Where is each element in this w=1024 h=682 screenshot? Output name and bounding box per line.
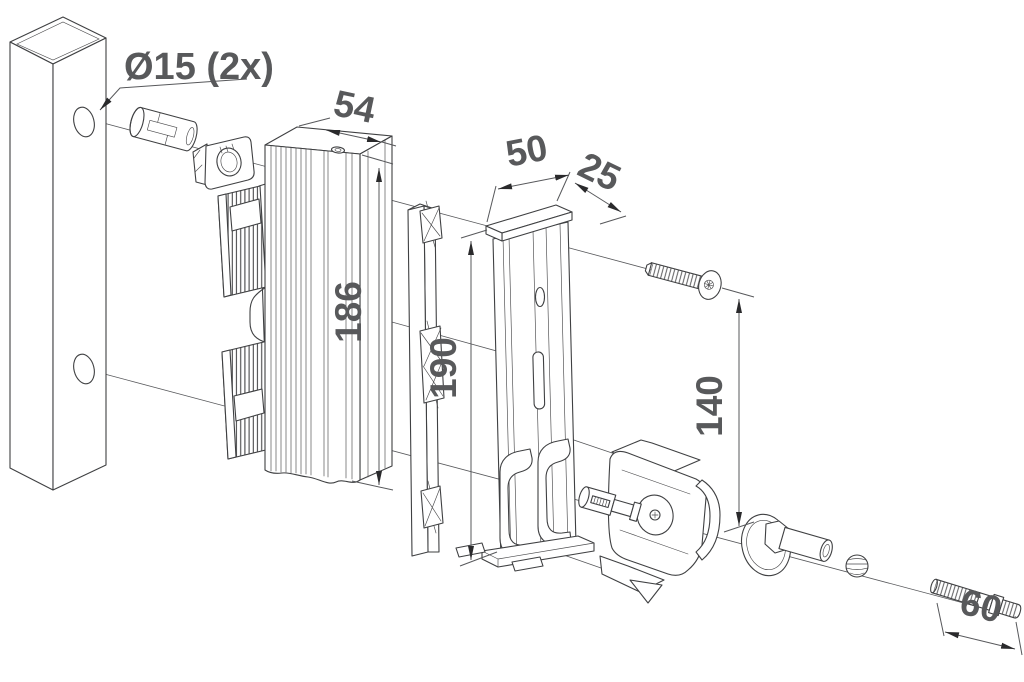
clip-nut bbox=[192, 136, 255, 190]
dimension-label-186: 186 bbox=[328, 281, 369, 343]
countersunk-screw bbox=[644, 262, 722, 300]
post-hole-top bbox=[73, 106, 95, 138]
dimension-latch-height: 190 bbox=[423, 229, 498, 567]
strip-clip-top bbox=[419, 200, 443, 248]
knurled-nut bbox=[845, 554, 869, 578]
dimension-label-190: 190 bbox=[423, 337, 464, 399]
latch-slider bbox=[455, 204, 595, 572]
dimension-label-60: 60 bbox=[956, 581, 1006, 631]
dimension-latch-width: 50 bbox=[486, 127, 571, 223]
insert-window-bottom bbox=[233, 388, 265, 422]
dimension-label-hole: Ø15 (2x) bbox=[124, 46, 274, 88]
mounting-strip bbox=[407, 200, 445, 557]
dimension-hole-diameter: Ø15 (2x) bbox=[99, 46, 274, 111]
dimension-label-25: 25 bbox=[572, 144, 627, 199]
torx-recess-icon bbox=[703, 279, 714, 290]
keeper-pin bbox=[578, 486, 642, 522]
dimension-fixing-distance: 140 bbox=[689, 287, 755, 533]
dimension-label-50: 50 bbox=[503, 127, 551, 175]
strip-clip-middle bbox=[419, 320, 445, 409]
dimension-label-54: 54 bbox=[330, 82, 379, 131]
dimension-latch-depth: 25 bbox=[572, 144, 627, 225]
strip-clip-bottom bbox=[420, 480, 444, 534]
latch-slot-long bbox=[532, 351, 546, 410]
latch-slot-small bbox=[534, 286, 546, 308]
square-post bbox=[9, 16, 107, 491]
threaded-rod bbox=[930, 578, 1022, 619]
post-hole-bottom bbox=[73, 353, 95, 385]
insert-window-top bbox=[229, 198, 262, 232]
dimension-profile-height: 186 bbox=[328, 154, 394, 491]
dimension-profile-depth: 54 bbox=[298, 82, 397, 147]
latch-keeper bbox=[578, 439, 721, 604]
dimension-rod-length: 60 bbox=[936, 581, 1023, 656]
wall-bushing bbox=[740, 513, 833, 577]
expander-plug bbox=[129, 106, 198, 152]
profile-top-hole bbox=[330, 146, 346, 154]
dimension-label-140: 140 bbox=[689, 375, 730, 437]
